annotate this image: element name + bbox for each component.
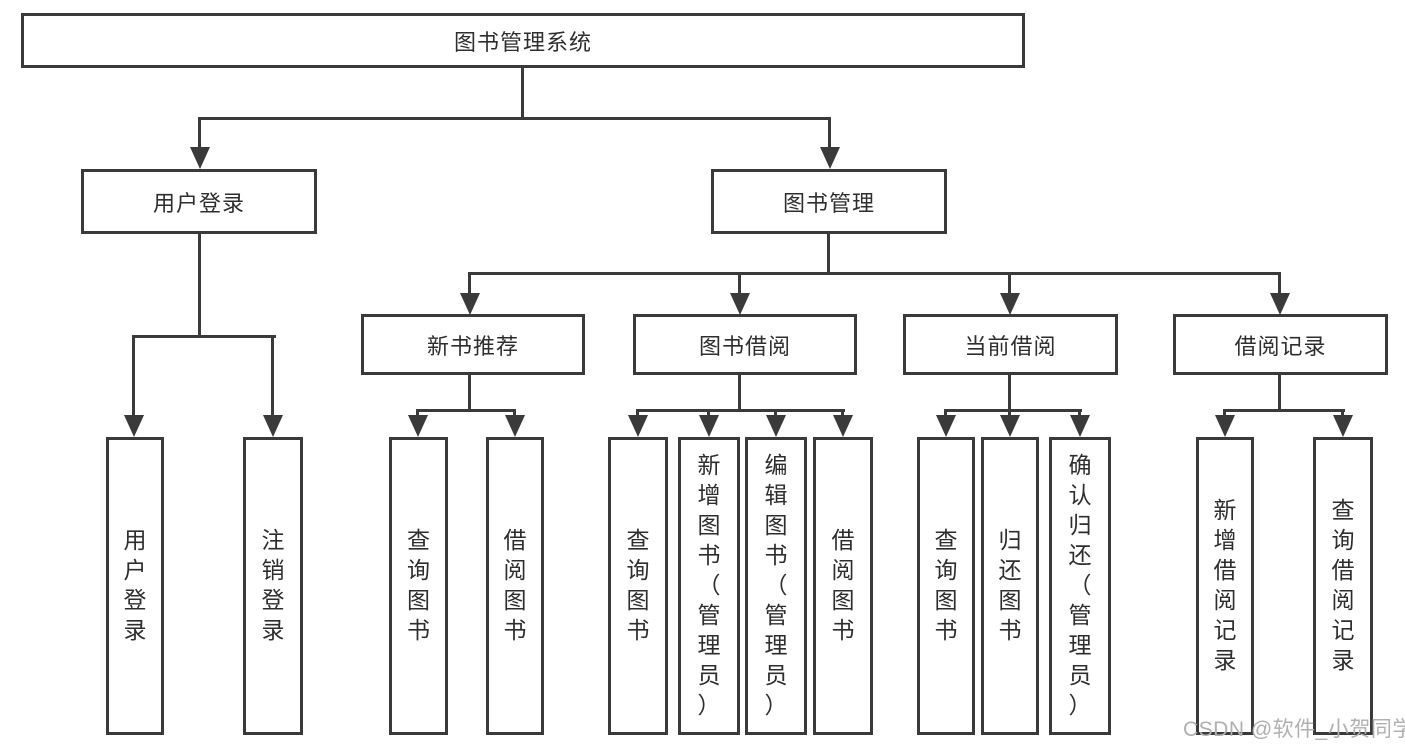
arrow-down-icon <box>1215 415 1235 437</box>
node-label: 新书推荐 <box>426 333 519 359</box>
node-label: 用户登录 <box>152 190 245 216</box>
connector-line <box>1278 373 1281 409</box>
connector-line <box>271 335 274 417</box>
arrow-down-icon <box>730 293 750 315</box>
connector-line <box>198 234 201 335</box>
leaf-label: 查询图书 <box>407 527 430 643</box>
leaf-query-books-current: 查询图书 <box>917 437 975 735</box>
arrow-down-icon <box>1000 293 1020 315</box>
connector-line <box>827 234 830 272</box>
arrow-down-icon <box>1070 415 1090 437</box>
connector-line <box>416 409 516 412</box>
arrow-down-icon <box>766 415 786 437</box>
connector-line <box>1008 409 1011 418</box>
arrow-down-icon <box>820 147 840 169</box>
arrow-down-icon <box>1000 415 1020 437</box>
leaf-label: 借阅图书 <box>503 527 527 643</box>
leaf-label: 查询借阅记录 <box>1331 497 1355 673</box>
connector-line <box>132 335 276 338</box>
leaf-label: 编辑图书（管理员） <box>764 452 788 718</box>
leaf-confirm-return-admin: 确认归还（管理员） <box>1049 437 1111 735</box>
leaf-label: 查询图书 <box>934 527 958 643</box>
node-new-book-recommendation: 新书推荐 <box>361 314 585 375</box>
arrow-down-icon <box>936 415 956 437</box>
leaf-label: 查询图书 <box>626 527 650 643</box>
connector-line <box>1223 409 1345 412</box>
connector-line <box>944 409 947 418</box>
connector-line <box>841 409 844 418</box>
connector-line <box>707 409 710 418</box>
connector-line <box>513 409 516 418</box>
leaf-query-books-borrowing: 查询图书 <box>608 437 668 735</box>
leaf-borrow-books-recommend: 借阅图书 <box>486 437 544 735</box>
leaf-borrow-books: 借阅图书 <box>813 437 873 735</box>
arrow-down-icon <box>833 415 853 437</box>
connector-line <box>468 373 471 409</box>
node-label: 图书管理系统 <box>453 29 592 55</box>
connector-line <box>416 409 419 418</box>
connector-line <box>198 117 201 152</box>
leaf-edit-books-admin: 编辑图书（管理员） <box>745 437 807 735</box>
node-label: 图书管理 <box>782 190 875 216</box>
leaf-label: 确认归还（管理员） <box>1068 452 1092 718</box>
leaf-query-borrow-record: 查询借阅记录 <box>1313 437 1373 735</box>
node-user-login-branch: 用户登录 <box>81 169 317 234</box>
connector-line <box>198 117 831 120</box>
leaf-user-login: 用户登录 <box>106 437 164 735</box>
connector-line <box>738 272 741 295</box>
connector-line <box>1223 409 1226 418</box>
connector-line <box>468 272 471 295</box>
arrow-down-icon <box>505 415 525 437</box>
connector-line <box>944 409 1082 412</box>
connector-line <box>828 117 831 152</box>
arrow-down-icon <box>628 415 648 437</box>
node-current-borrowing: 当前借阅 <box>903 314 1118 375</box>
csdn-watermark: CSDN @软件_小贺同学 <box>1183 718 1405 741</box>
connector-line <box>774 409 777 418</box>
leaf-add-books-admin: 新增图书（管理员） <box>678 437 740 735</box>
leaf-return-books: 归还图书 <box>981 437 1039 735</box>
connector-line <box>1008 272 1011 295</box>
connector-line <box>132 335 135 417</box>
connector-line <box>1341 409 1344 418</box>
connector-line <box>636 409 845 412</box>
connector-line <box>521 68 524 117</box>
node-book-borrowing: 图书借阅 <box>633 314 857 375</box>
arrow-down-icon <box>263 415 283 437</box>
connector-line <box>1008 373 1011 409</box>
arrow-down-icon <box>1270 293 1290 315</box>
leaf-label: 新增图书（管理员） <box>697 452 721 718</box>
leaf-add-borrow-record: 新增借阅记录 <box>1196 437 1254 735</box>
leaf-label: 注销登录 <box>261 527 285 643</box>
node-label: 图书借阅 <box>698 333 791 359</box>
leaf-label: 借阅图书 <box>831 527 855 643</box>
node-library-management-system: 图书管理系统 <box>21 13 1025 68</box>
connector-line <box>468 272 1281 275</box>
leaf-label: 新增借阅记录 <box>1213 497 1237 673</box>
leaf-logout: 注销登录 <box>243 437 303 735</box>
connector-line <box>1278 272 1281 295</box>
arrow-down-icon <box>190 147 210 169</box>
arrow-down-icon <box>124 415 144 437</box>
node-book-management: 图书管理 <box>711 169 947 234</box>
arrow-down-icon <box>408 415 428 437</box>
connector-line <box>1078 409 1081 418</box>
leaf-label: 归还图书 <box>998 527 1022 643</box>
node-label: 借阅记录 <box>1234 333 1327 359</box>
arrow-down-icon <box>699 415 719 437</box>
node-borrowing-records: 借阅记录 <box>1173 314 1388 375</box>
connector-line <box>738 373 741 409</box>
leaf-query-books-recommend: 查询图书 <box>389 437 448 735</box>
arrow-down-icon <box>460 293 480 315</box>
leaf-label: 用户登录 <box>123 527 147 643</box>
arrow-down-icon <box>1333 415 1353 437</box>
connector-line <box>636 409 639 418</box>
node-label: 当前借阅 <box>964 333 1057 359</box>
